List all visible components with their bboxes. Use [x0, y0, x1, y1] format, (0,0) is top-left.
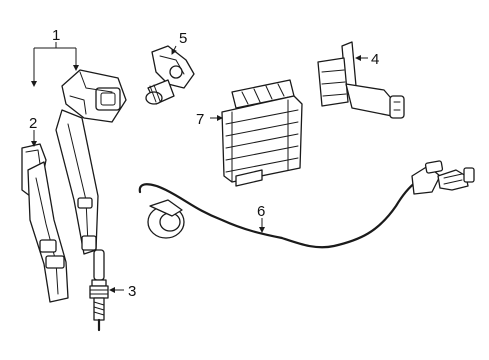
ignition-coil-upper [55, 69, 127, 255]
callout-3: 3 [128, 283, 136, 300]
ignition-coil-lower [21, 143, 69, 303]
callout-6: 6 [257, 203, 265, 220]
engine-control-module [221, 79, 303, 187]
spark-plug [89, 249, 109, 332]
callout-5: 5 [179, 30, 187, 47]
callout-1: 1 [52, 27, 60, 44]
callout-2: 2 [29, 115, 37, 132]
connector-bracket [317, 41, 405, 119]
leader-lines [31, 42, 368, 293]
callout-4: 4 [371, 51, 379, 68]
position-sensor [145, 45, 195, 105]
knock-sensor-harness [138, 160, 475, 249]
callout-7: 7 [196, 111, 204, 128]
